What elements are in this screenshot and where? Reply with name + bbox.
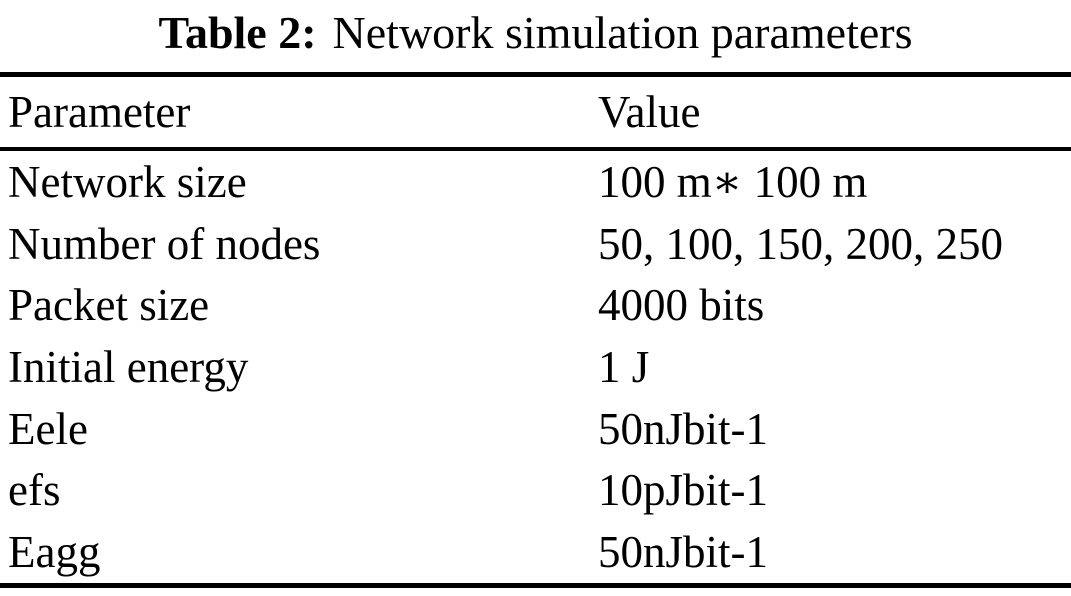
- table-caption: Table 2: Network simulation parameters: [0, 2, 1071, 64]
- table-row: Eele 50nJbit-1: [0, 398, 1071, 460]
- parameter-cell: Eele: [8, 403, 88, 454]
- table-row: Eagg 50nJbit-1: [0, 521, 1071, 583]
- table-row: Packet size 4000 bits: [0, 274, 1071, 336]
- parameter-cell: Eagg: [8, 527, 101, 578]
- table-caption-text: Network simulation parameters: [332, 7, 913, 58]
- table-header-rule: [0, 147, 1071, 151]
- table-body: Network size 100 m∗ 100 m Number of node…: [0, 151, 1071, 583]
- table-bottom-rule: [0, 583, 1071, 588]
- value-cell: 4000 bits: [598, 280, 765, 331]
- table-row: Initial energy 1 J: [0, 336, 1071, 398]
- column-header-value: Value: [598, 87, 701, 137]
- parameter-cell: Packet size: [8, 280, 210, 331]
- column-header-parameter: Parameter: [8, 87, 191, 137]
- parameter-cell: Network size: [8, 156, 247, 207]
- value-cell: 50, 100, 150, 200, 250: [598, 218, 1003, 269]
- value-cell: 10pJbit-1: [598, 465, 769, 516]
- parameter-cell: efs: [8, 465, 61, 516]
- table-row: Number of nodes 50, 100, 150, 200, 250: [0, 213, 1071, 275]
- parameter-cell: Number of nodes: [8, 218, 321, 269]
- table-header-row: Parameter Value: [0, 77, 1071, 147]
- table-row: efs 10pJbit-1: [0, 460, 1071, 522]
- table-top-rule: [0, 72, 1071, 77]
- table-caption-label: Table 2:: [158, 7, 317, 58]
- value-cell: 100 m∗ 100 m: [598, 157, 868, 208]
- parameter-cell: Initial energy: [8, 342, 249, 393]
- value-cell: 50nJbit-1: [598, 527, 769, 578]
- table-row: Network size 100 m∗ 100 m: [0, 151, 1071, 213]
- value-cell: 50nJbit-1: [598, 403, 769, 454]
- value-cell: 1 J: [598, 342, 650, 393]
